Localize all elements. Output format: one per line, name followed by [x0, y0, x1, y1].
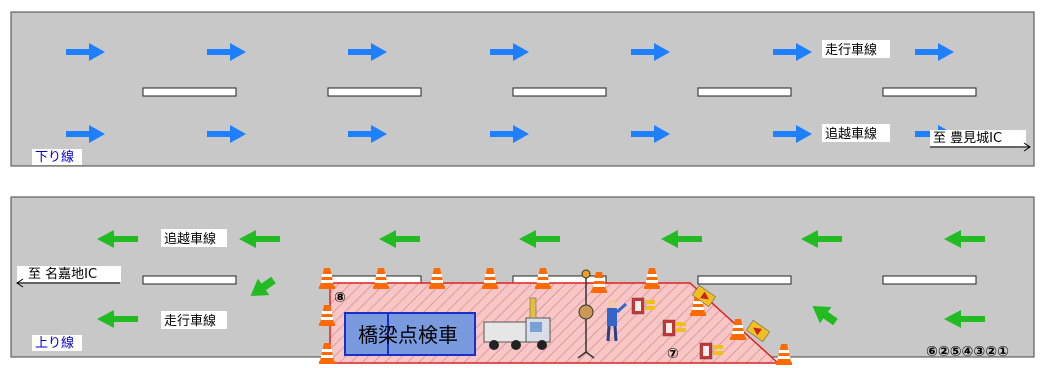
arrow-right-icon: [773, 43, 812, 61]
arrow-sign-icon: [692, 285, 716, 307]
diagonal-arrow-icon: [250, 276, 276, 297]
sequence-markers: ⑥②⑤④③②①: [926, 344, 1009, 360]
arrow-left-icon: [944, 230, 985, 248]
lane-divider: [327, 87, 422, 97]
upbound-lane-dividers: [142, 275, 977, 285]
traffic-cones: [319, 268, 792, 365]
warning-sign-icon: [699, 342, 723, 360]
arrow-right-icon: [773, 125, 812, 143]
diagonal-arrow-icon: [812, 305, 838, 326]
downbound-direction-label: 下り線: [35, 149, 74, 165]
arrow-right-icon: [490, 125, 529, 143]
arrow-right-icon: [348, 125, 387, 143]
destination-arrow-left-icon: [16, 278, 120, 288]
traffic-cone-icon: [319, 305, 335, 326]
lane-divider: [882, 275, 977, 285]
traffic-cone-icon: [591, 272, 607, 293]
arrow-right-icon: [490, 43, 529, 61]
warning-light-stand-icon: [577, 269, 595, 359]
arrow-left-icon: [97, 230, 138, 248]
arrow-left-icon: [801, 230, 842, 248]
arrow-left-icon: [239, 230, 280, 248]
upbound-direction-label: 上り線: [35, 335, 74, 351]
downbound-road: 走行車線 追越車線 至 豊見城IC 下り線: [10, 11, 1035, 167]
destination-arrow-right-icon: [930, 142, 1031, 152]
lane-divider: [697, 275, 792, 285]
bridge-inspection-vehicle: 橋梁点検車: [344, 312, 476, 356]
downbound-lane-dividers: [142, 87, 977, 97]
traffic-cone-icon: [319, 343, 335, 364]
traffic-cone-icon: [429, 268, 445, 289]
marker-8: ⑧: [334, 290, 346, 306]
lane-divider: [512, 87, 607, 97]
arrow-right-icon: [915, 43, 954, 61]
arrow-right-icon: [631, 125, 670, 143]
arrow-right-icon: [66, 43, 105, 61]
warning-sign-icon: [631, 297, 655, 315]
arrow-right-icon: [348, 43, 387, 61]
arrow-left-icon: [379, 230, 420, 248]
arrow-left-icon: [97, 310, 138, 328]
lane-divider: [142, 87, 237, 97]
upbound-destination-label: 至 名嘉地IC: [28, 266, 97, 282]
vehicle-label: 橋梁点検車: [358, 323, 458, 347]
downbound-driving-arrows: [66, 43, 954, 61]
lane-divider: [697, 87, 792, 97]
truck-icon: [483, 297, 551, 350]
traffic-cone-icon: [482, 268, 498, 289]
lane-divider: [882, 87, 977, 97]
lane-divider: [142, 275, 237, 285]
upbound-driving-lane-label: 走行車線: [164, 313, 216, 329]
traffic-cone-icon: [644, 268, 660, 289]
arrow-right-icon: [66, 125, 105, 143]
warning-signs: [631, 285, 770, 360]
arrow-sign-icon: [746, 320, 770, 342]
traffic-cone-icon: [535, 268, 551, 289]
arrow-right-icon: [207, 43, 246, 61]
arrow-right-icon: [631, 43, 670, 61]
downbound-passing-lane-label: 追越車線: [825, 126, 877, 142]
warning-sign-icon: [662, 319, 686, 337]
marker-7: ⑦: [667, 346, 679, 362]
traffic-cone-icon: [730, 319, 746, 340]
upbound-passing-arrows: [97, 230, 985, 248]
arrow-left-icon: [661, 230, 702, 248]
merge-arrows: [250, 276, 838, 326]
arrow-right-icon: [207, 125, 246, 143]
downbound-driving-lane-label: 走行車線: [825, 42, 877, 58]
upbound-passing-lane-label: 追越車線: [164, 231, 216, 247]
upbound-road: 橋梁点検車: [10, 196, 1035, 365]
upbound-driving-arrows: [97, 310, 985, 328]
arrow-left-icon: [519, 230, 560, 248]
flagman-icon: [606, 300, 627, 342]
traffic-cone-icon: [319, 268, 335, 289]
downbound-destination-label: 至 豊見城IC: [933, 131, 1002, 146]
traffic-cone-icon: [373, 268, 389, 289]
traffic-cone-icon: [776, 344, 792, 365]
arrow-left-icon: [944, 310, 985, 328]
